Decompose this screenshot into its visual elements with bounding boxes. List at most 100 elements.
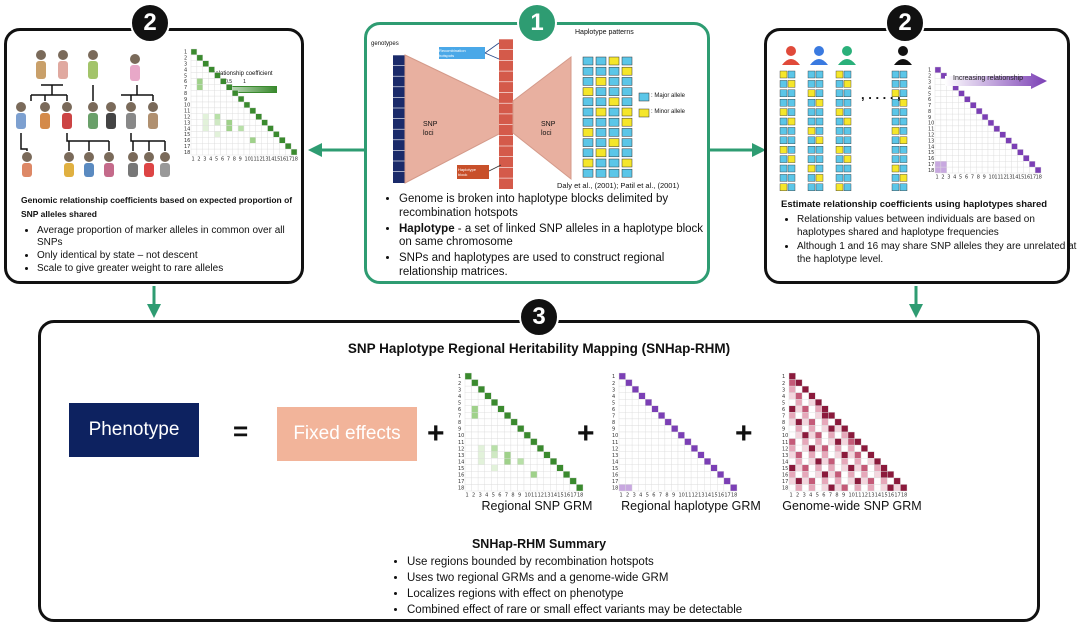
people-icons [16,50,170,177]
panel-haplotype-blocks: genotypes SNP loci SNP loci Recombinatio… [364,22,710,284]
grm1-label: Regional SNP GRM [481,499,593,513]
summary-bullet: Uses two regional GRMs and a genome-wide… [407,571,847,586]
svg-text:3: 3 [928,79,931,85]
center-bullet: SNPs and haplotypes are used to construc… [399,252,715,280]
plus-sign-1: + [427,417,445,450]
svg-text:5: 5 [492,493,495,499]
svg-text:15: 15 [711,493,717,499]
svg-text:15: 15 [557,493,563,499]
svg-text:7: 7 [782,414,785,420]
svg-text:3: 3 [479,493,482,499]
right-bullet: Relationship values between individuals … [797,213,1077,239]
svg-text:18: 18 [292,157,298,163]
fixed-effects-box: Fixed effects [277,407,417,461]
svg-text:2: 2 [626,493,629,499]
svg-text:4: 4 [209,157,212,163]
badge-step-1: 1 [517,3,557,43]
svg-text:11: 11 [928,127,934,133]
left-bullet: Average proportion of marker alleles in … [37,225,307,249]
haplotype-diagram [393,38,650,189]
phenotype-box: Phenotype [69,403,199,457]
svg-text:18: 18 [782,486,788,492]
svg-text:8: 8 [233,157,236,163]
arrow-center-to-right [710,143,766,157]
svg-text:15: 15 [928,150,934,156]
svg-text:14: 14 [875,493,881,499]
svg-text:7: 7 [612,414,615,420]
svg-text:3: 3 [612,387,615,393]
svg-text:3: 3 [203,157,206,163]
model-title: SNP Haplotype Regional Heritability Mapp… [347,341,731,356]
summary-bullet: Localizes regions with effect on phenoty… [407,587,847,602]
svg-text:13: 13 [458,453,464,459]
svg-text:4: 4 [809,493,812,499]
svg-text:16: 16 [782,473,788,479]
svg-text:16: 16 [1024,175,1030,181]
svg-text:1: 1 [620,493,623,499]
phenotype-label: Phenotype [88,419,180,440]
svg-text:2: 2 [782,381,785,387]
arrow-right-to-bottom [909,286,923,318]
svg-text:13: 13 [184,120,190,126]
svg-text:11: 11 [458,440,464,446]
svg-text:14: 14 [782,459,788,465]
svg-text:12: 12 [862,493,868,499]
grm2-label: Regional haplotype GRM [621,499,761,513]
svg-text:10: 10 [989,175,995,181]
haplotype-term: Haplotype [399,222,455,235]
svg-text:9: 9 [672,493,675,499]
right-panel-bullets: Relationship values between individuals … [783,213,1077,267]
svg-text:4: 4 [458,394,461,400]
citation: Daly et al., (2001); Patil et al., (2001… [557,181,680,190]
right-bullet: Although 1 and 16 may share SNP alleles … [797,240,1077,266]
svg-text:12: 12 [538,493,544,499]
svg-text:4: 4 [485,493,488,499]
svg-text:10: 10 [849,493,855,499]
haplotype-block-label: Haplotype block [458,167,477,177]
svg-text:9: 9 [458,427,461,433]
recombination-label: Recombination hotspots [439,48,466,58]
left-panel-bullets: Average proportion of marker alleles in … [23,225,307,276]
svg-text:6: 6 [184,79,187,85]
right-panel-heading: Estimate relationship coefficients using… [781,199,1048,210]
svg-text:2: 2 [612,381,615,387]
svg-text:9: 9 [983,175,986,181]
svg-text:17: 17 [1030,175,1036,181]
svg-text:2: 2 [458,381,461,387]
svg-text:9: 9 [842,493,845,499]
svg-text:12: 12 [692,493,698,499]
svg-text:2: 2 [184,56,187,62]
major-allele-label: : Major allele [651,93,686,99]
svg-text:8: 8 [977,175,980,181]
svg-text:12: 12 [256,157,262,163]
svg-text:3: 3 [633,493,636,499]
svg-text:9: 9 [928,115,931,121]
svg-text:18: 18 [901,493,907,499]
summary-bullet: Combined effect of rare or small effect … [407,603,847,618]
svg-text:12: 12 [782,446,788,452]
svg-text:18: 18 [184,150,190,156]
left-bullet: Scale to give greater weight to rare all… [37,263,307,275]
svg-text:18: 18 [731,493,737,499]
svg-text:1: 1 [612,374,615,380]
left-bullet: Only identical by state – not descent [37,250,307,262]
svg-text:6: 6 [782,407,785,413]
svg-text:1: 1 [184,50,187,56]
svg-text:15: 15 [612,466,618,472]
svg-text:6: 6 [822,493,825,499]
badge-step-2-left: 2 [130,3,170,43]
svg-text:3: 3 [803,493,806,499]
svg-text:16: 16 [928,156,934,162]
svg-text:3: 3 [458,387,461,393]
pedigree-illustration [16,50,170,177]
svg-text:11: 11 [250,157,256,163]
svg-text:15: 15 [881,493,887,499]
svg-text:3: 3 [782,387,785,393]
svg-text:14: 14 [551,493,557,499]
svg-text:2: 2 [928,74,931,80]
svg-text:11: 11 [685,493,691,499]
center-bullet: Genome is broken into haplotype blocks d… [399,193,715,221]
plus-sign-2: + [577,417,595,450]
svg-text:15: 15 [274,157,280,163]
